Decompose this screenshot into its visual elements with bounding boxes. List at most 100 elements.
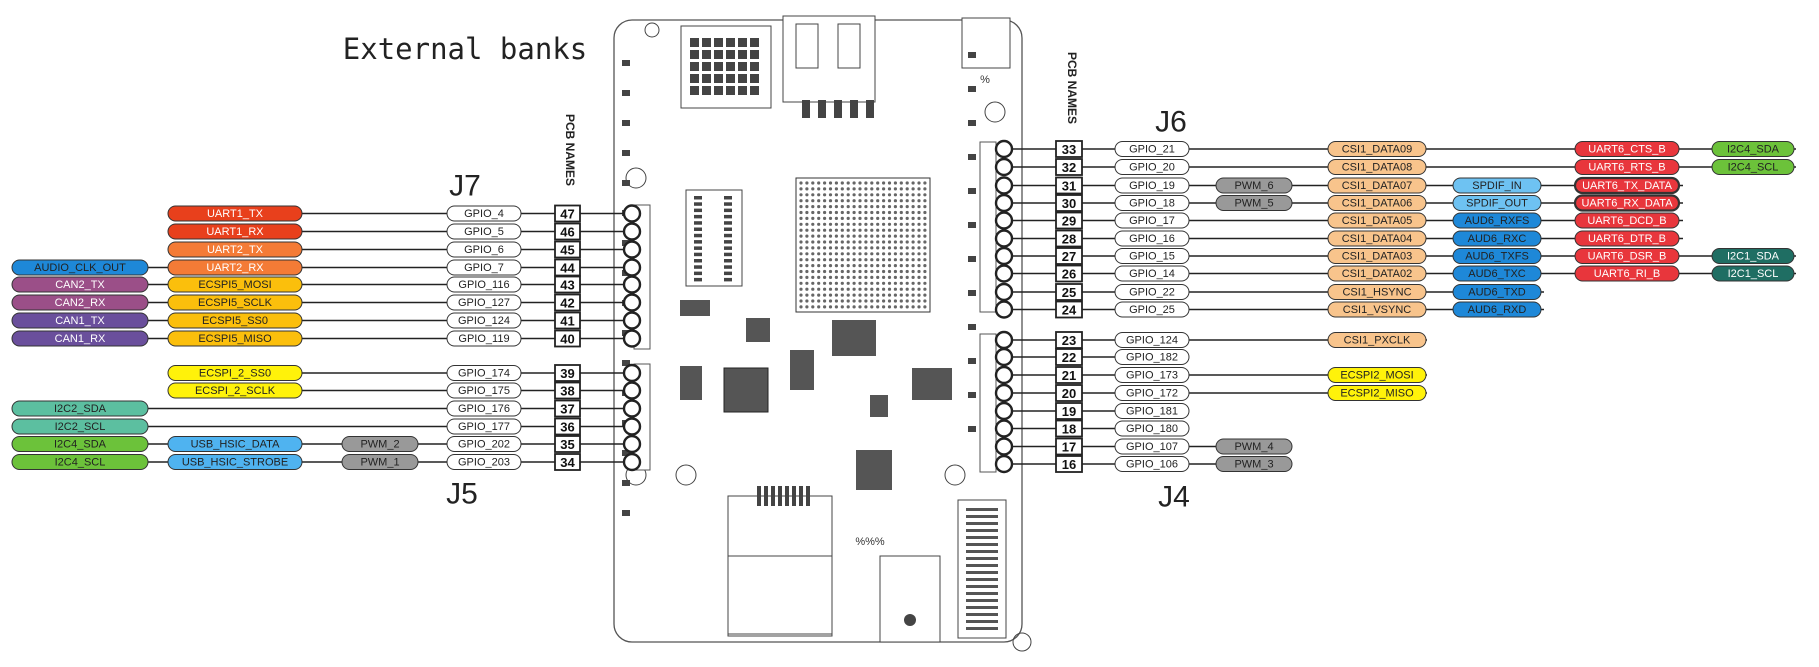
pin-number-22: 22 (1062, 350, 1076, 365)
header-pin-24 (994, 300, 1014, 319)
connector-pin (694, 214, 702, 219)
func-ecspi_2_sclk-label: ECSPI_2_SCLK (195, 385, 276, 397)
func-pwm_5-label: PWM_5 (1234, 198, 1273, 210)
gpio-gpio_19 (1114, 177, 1190, 194)
bga-ball (870, 228, 874, 232)
bga-ball (834, 305, 839, 309)
passive (968, 154, 976, 160)
bga-ball (828, 246, 833, 250)
passive (622, 510, 630, 516)
bga-ball (870, 264, 874, 268)
bga-ball (911, 199, 915, 203)
bga-ball (811, 199, 815, 203)
pin-box-20 (1055, 384, 1083, 402)
bga-ball (911, 246, 915, 250)
bga-ball (858, 299, 862, 303)
bga-ball (858, 199, 862, 203)
bga-ball (887, 228, 892, 232)
bga-ball (846, 281, 850, 285)
bga-ball (882, 240, 886, 244)
bga-ball (858, 234, 862, 238)
bga-ball (893, 252, 898, 256)
gpio-gpio_124-label: GPIO_124 (458, 315, 510, 327)
bga-ball (858, 193, 862, 197)
eth-pin (806, 486, 810, 506)
func-can2_tx (11, 276, 149, 293)
gpio-gpio_180-label: GPIO_180 (1126, 423, 1178, 435)
pin-box-23 (1055, 331, 1083, 349)
bga-ball (893, 205, 898, 209)
bga-ball (823, 205, 827, 209)
bga-ball (923, 234, 927, 238)
pin-box-27 (1055, 247, 1083, 265)
bga-ball (840, 187, 844, 191)
gpio-gpio_182-label: GPIO_182 (1126, 352, 1178, 364)
func-ecspi5_sclk (167, 294, 303, 311)
gpio-gpio_127 (446, 294, 522, 311)
func-ecspi5_miso-label: ECSPI5_MISO (198, 333, 272, 345)
header-pin-32 (994, 157, 1014, 177)
func-uart6_dsr_b (1574, 248, 1680, 264)
bga-ball (805, 264, 809, 268)
bga-ball (876, 187, 880, 191)
func-csi1_data02 (1327, 265, 1427, 282)
func-csi1_data05 (1327, 212, 1427, 229)
bga-ball (899, 187, 903, 191)
sd-contact (966, 620, 998, 623)
func-uart6_rx_data (1573, 194, 1681, 212)
bga-ball (893, 299, 898, 303)
bga-ball (887, 299, 892, 303)
bga-ball (823, 240, 827, 244)
pmic-chip (723, 367, 769, 413)
pin-box-30 (1055, 194, 1083, 212)
module-pad (738, 74, 747, 83)
func-audio_clk_out (11, 259, 149, 276)
sd-contact (966, 585, 998, 588)
connector-j6-label: J6 (1155, 106, 1187, 139)
bga-ball (828, 287, 833, 291)
bga-ball (805, 258, 809, 262)
module-pad (738, 62, 747, 71)
pin-box-28 (1055, 229, 1083, 248)
bga-ball (899, 216, 903, 220)
module-pad (750, 38, 759, 47)
func-aud6_txc-label: AUD6_TXC (1468, 268, 1526, 280)
bga-ball (817, 252, 821, 256)
bga-ball (899, 234, 903, 238)
bga-ball (817, 205, 821, 209)
passive (622, 450, 630, 456)
header-body-right (979, 333, 997, 473)
bga-ball (923, 246, 927, 250)
bga-ball (858, 187, 862, 191)
func-csi1_data04 (1327, 230, 1427, 247)
bga-ball (893, 287, 898, 291)
pin-number-36: 36 (560, 420, 574, 435)
bga-ball (834, 193, 839, 197)
bga-ball (911, 181, 915, 185)
pin-number-25: 25 (1062, 285, 1076, 300)
bga-ball (882, 258, 886, 262)
func-audio_clk_out-label: AUDIO_CLK_OUT (34, 262, 126, 274)
bga-ball (823, 299, 827, 303)
bga-ball (823, 305, 827, 309)
bga-ball (887, 199, 892, 203)
bga-ball (817, 275, 821, 279)
bga-ball (905, 293, 909, 297)
bga-ball (893, 222, 898, 226)
bga-ball (905, 281, 909, 285)
bga-ball (840, 234, 844, 238)
bga-ball (823, 181, 827, 185)
bga-ball (823, 228, 827, 232)
bga-ball (823, 252, 827, 256)
bga-ball (805, 275, 809, 279)
bga-ball (828, 258, 833, 262)
connector-pin (694, 271, 702, 276)
header-pin-47 (622, 204, 642, 223)
gpio-gpio_203-label: GPIO_203 (458, 457, 510, 469)
header-pin-31 (994, 176, 1014, 195)
func-uart6_rts_b (1574, 159, 1680, 175)
pin-box-22 (1055, 348, 1083, 366)
header-pin-27 (994, 246, 1014, 266)
func-can1_tx-label: CAN1_TX (55, 315, 105, 327)
